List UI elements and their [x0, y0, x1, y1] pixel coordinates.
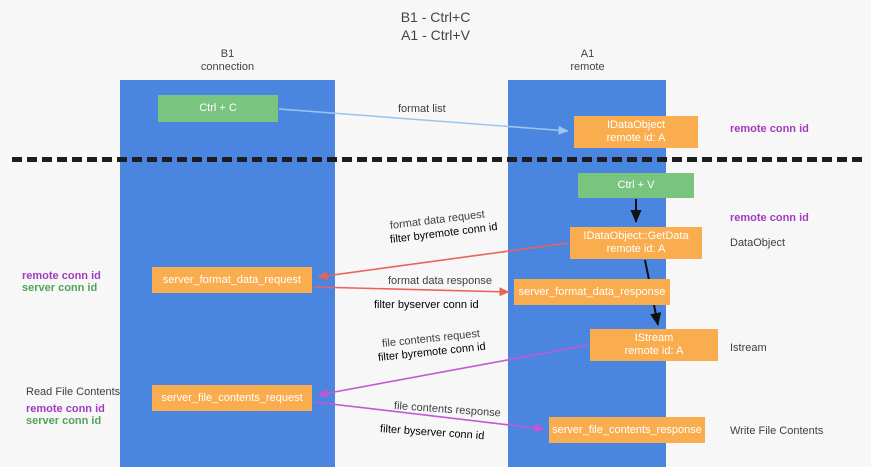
- edge-label-file-contents-response: file contents response: [393, 400, 502, 420]
- node-ctrl-v-label: Ctrl + V: [617, 179, 655, 191]
- lane-caption-a1: A1 remote: [540, 48, 635, 74]
- node-idataobject[interactable]: IDataObject remote id: A: [574, 116, 698, 148]
- side-label-istream: Istream: [730, 342, 767, 354]
- lane-caption-b1-name: B1: [220, 48, 235, 60]
- node-server-format-data-response[interactable]: server_format_data_response: [514, 279, 670, 305]
- node-ctrl-v[interactable]: Ctrl + V: [578, 173, 694, 198]
- lane-caption-a1-name: A1: [580, 48, 595, 60]
- node-istream[interactable]: IStream remote id: A: [590, 329, 718, 361]
- node-server-format-data-response-label: server_format_data_response: [518, 285, 666, 298]
- edge-label-file-contents-response-filter: filter by server conn id: [380, 422, 485, 443]
- filter-prefix: filter by: [374, 299, 410, 311]
- node-server-format-data-request-label: server_format_data_request: [162, 273, 302, 286]
- edge-label-format-data-response-filter: filter by server conn id: [374, 298, 479, 312]
- side-label-write-file-contents: Write File Contents: [730, 425, 824, 437]
- node-server-format-data-request[interactable]: server_format_data_request: [152, 267, 312, 293]
- filter-prefix: filter by: [377, 348, 414, 364]
- side-label-left-remote-conn-id-1: remote conn id: [22, 270, 101, 282]
- filter-prefix: filter by: [389, 229, 426, 246]
- phase-divider: [12, 157, 862, 162]
- node-server-file-contents-request-label: server_file_contents_request: [161, 391, 303, 404]
- node-ctrl-c-label: Ctrl + C: [199, 102, 237, 114]
- side-label-read-file-contents: Read File Contents: [26, 386, 121, 398]
- side-label-dataobject: DataObject: [730, 237, 786, 249]
- side-label-remote-conn-id-mid: remote conn id: [730, 212, 809, 224]
- page-title: B1 - Ctrl+C A1 - Ctrl+V: [0, 8, 871, 44]
- edge-label-format-data-response: format data response: [388, 275, 492, 287]
- node-istream-title: IStream: [634, 332, 674, 344]
- edge-label-format-list: format list: [398, 103, 446, 115]
- title-line-2: A1 - Ctrl+V: [401, 27, 470, 43]
- side-label-left-remote-conn-id-2: remote conn id: [26, 403, 105, 415]
- side-label-remote-conn-id-top: remote conn id: [730, 123, 809, 135]
- lane-caption-b1: B1 connection: [150, 48, 305, 74]
- node-server-file-contents-request[interactable]: server_file_contents_request: [152, 385, 312, 411]
- lane-caption-b1-sub: connection: [200, 61, 255, 73]
- node-server-file-contents-response-label: server_file_contents_response: [552, 423, 702, 436]
- side-label-left-server-conn-id-1: server conn id: [22, 282, 98, 294]
- node-getdata-remote-id: remote id: A: [606, 243, 666, 255]
- node-getdata-title: IDataObject::GetData: [583, 230, 689, 242]
- node-idataobject-remote-id: remote id: A: [606, 132, 666, 144]
- filter-key-server-conn-id: server conn id: [414, 425, 485, 443]
- lane-caption-a1-sub: remote: [570, 61, 605, 73]
- title-line-1: B1 - Ctrl+C: [400, 9, 471, 25]
- filter-prefix: filter by: [379, 423, 416, 438]
- node-idataobject-getdata[interactable]: IDataObject::GetData remote id: A: [570, 227, 702, 259]
- side-label-left-server-conn-id-2: server conn id: [26, 415, 102, 427]
- node-server-file-contents-response[interactable]: server_file_contents_response: [549, 417, 705, 443]
- filter-key-server-conn-id: server conn id: [409, 299, 479, 311]
- node-idataobject-title: IDataObject: [606, 119, 666, 131]
- node-istream-remote-id: remote id: A: [624, 345, 684, 357]
- node-ctrl-c[interactable]: Ctrl + C: [158, 95, 278, 122]
